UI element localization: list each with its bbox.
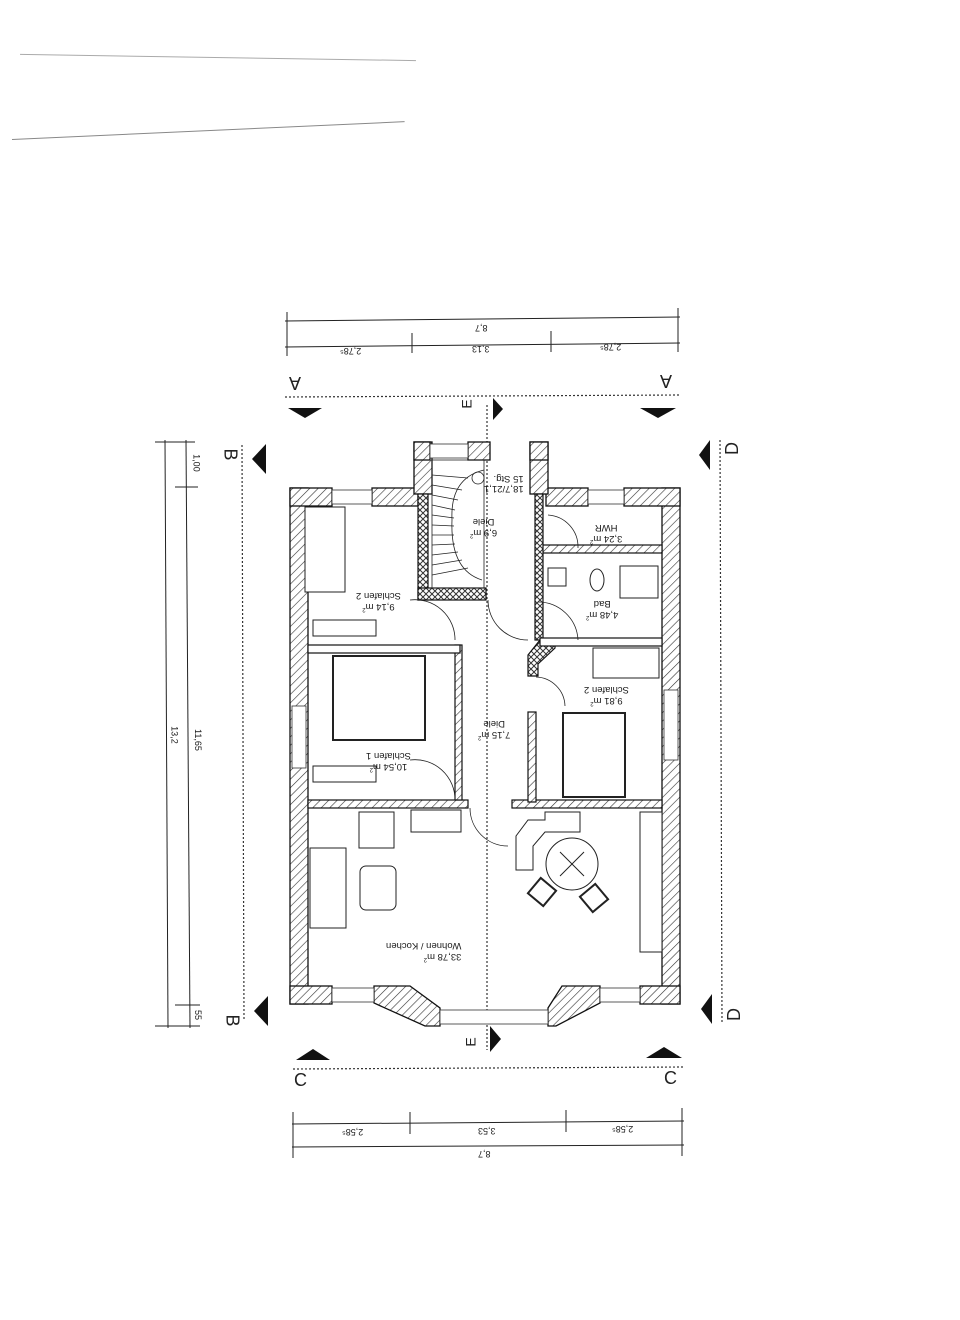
section-line-d — [719, 439, 723, 1023]
room-label-bad: 4,48 m2 Bad — [586, 598, 619, 621]
section-marker-d-top: D — [722, 442, 742, 455]
exterior-walls — [289, 441, 681, 1027]
interior-walls — [307, 493, 663, 809]
room-label-schlafen2-left: 9,14 m2 Schlafen 2 — [356, 590, 401, 613]
bottom-dimension — [291, 1108, 685, 1158]
room-label-diele-top: 6,9 m2 Diele — [470, 516, 498, 539]
section-marker-a-left: A — [289, 373, 302, 393]
room-label-schlafen2-right: 9,81 m2 Schlafen 2 — [584, 684, 629, 707]
wohnen-name: Wohnen / Kochen — [386, 940, 462, 952]
hwr-area: 3,24 m — [593, 532, 623, 544]
schlafen2-right-name: Schlafen 2 — [584, 684, 629, 696]
section-line-a — [284, 394, 681, 398]
diele-top-area: 6,9 m — [473, 526, 498, 538]
windows — [291, 443, 679, 1025]
section-arrows — [252, 398, 712, 1060]
section-marker-c-right: C — [664, 1068, 677, 1088]
dim-top-seg-1: 2,78⁵ — [340, 345, 362, 356]
room-label-schlafen1: 10,54 m2 Schlafen 1 — [366, 750, 411, 773]
diele-mid-area: 7,15 m — [481, 728, 511, 740]
diele-mid-name: Diele — [483, 718, 506, 730]
dim-bottom-total: 8,7 — [478, 1148, 491, 1159]
dim-left-inner: 11,65 — [192, 729, 203, 751]
section-marker-d-bottom: D — [724, 1008, 744, 1021]
bad-area: 4,48 m — [589, 608, 619, 620]
dim-bottom-seg-2: 3,53 — [478, 1125, 496, 1136]
dim-top-total: 8,7 — [475, 322, 488, 333]
room-label-hwr: 3,24 m2 HWR — [590, 522, 623, 545]
dim-left-top-seg: 1,00 — [191, 454, 202, 472]
furniture — [304, 506, 663, 953]
schlafen2-left-name: Schlafen 2 — [356, 590, 401, 602]
wohnen-area: 33,78 m — [427, 950, 462, 962]
dim-left-bottom-seg: 55 — [192, 1009, 203, 1020]
room-label-stairs: 18,7/21,1 15 Stg. — [484, 472, 524, 493]
bad-name: Bad — [593, 598, 611, 610]
schlafen2-left-area: 9,14 m — [365, 600, 395, 612]
stairs-steps: 15 Stg. — [493, 472, 524, 484]
section-marker-b-top: B — [220, 448, 241, 461]
hwr-name: HWR — [594, 522, 618, 534]
top-dimension — [284, 308, 681, 356]
schlafen1-area: 10,54 m — [372, 760, 408, 772]
dim-bottom-seg-1: 2,58⁵ — [342, 1126, 364, 1137]
section-line-c — [292, 1066, 685, 1070]
dim-bottom-seg-3: 2,58⁵ — [612, 1123, 634, 1134]
room-label-wohnen: 33,78 m2 Wohnen / Kochen — [386, 940, 462, 963]
dim-left-total: 13,2 — [169, 726, 180, 744]
schlafen1-name: Schlafen 1 — [366, 750, 411, 762]
section-marker-e-bottom: E — [462, 1037, 479, 1047]
schlafen2-right-area: 9,81 m — [593, 694, 623, 706]
left-dimension — [155, 439, 200, 1029]
section-marker-e-top: E — [458, 399, 475, 409]
stairs-rise: 18,7/21,1 — [484, 482, 524, 494]
diele-top-name: Diele — [472, 516, 495, 528]
section-marker-a-right: A — [660, 371, 673, 391]
doors — [409, 514, 579, 847]
section-marker-c-left: C — [294, 1070, 307, 1090]
dim-top-seg-3: 2,78⁵ — [600, 341, 622, 352]
section-marker-b-bottom: B — [222, 1014, 243, 1027]
dim-top-seg-2: 3,13 — [472, 343, 490, 354]
staircase — [431, 459, 485, 589]
room-label-diele-mid: 7,15 m2 Diele — [478, 718, 511, 741]
section-line-b — [241, 444, 245, 1021]
